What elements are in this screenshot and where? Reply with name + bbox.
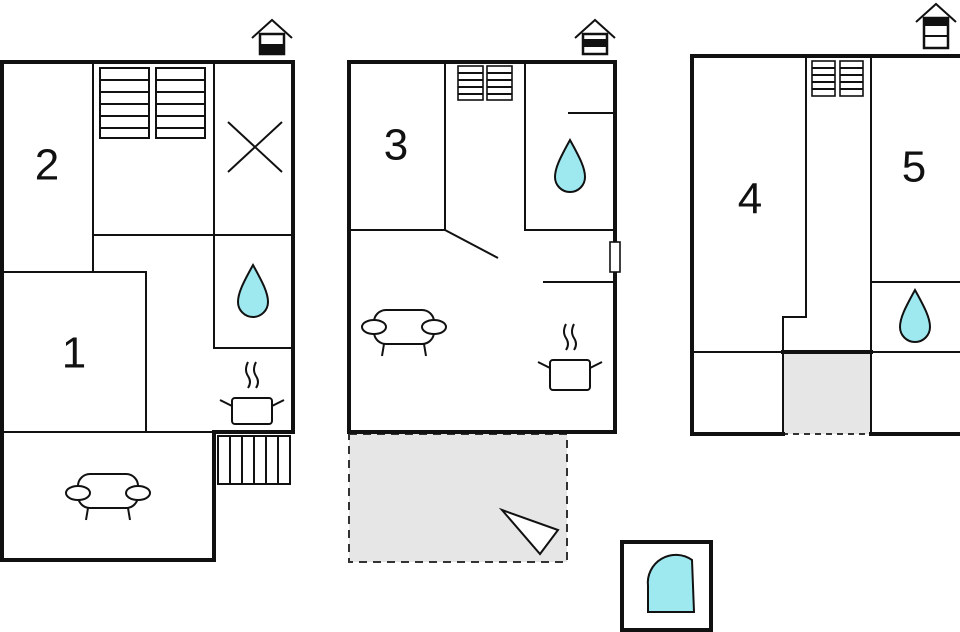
shower-icon: [646, 553, 696, 613]
room-number-5: 5: [902, 143, 926, 192]
room-number-4: 4: [738, 175, 762, 224]
room-number-3: 3: [384, 121, 408, 170]
stairs-icon: [457, 65, 513, 101]
cooking-pot-icon: [219, 361, 285, 425]
water-drop-icon: [236, 262, 270, 318]
cooking-pot-icon: [537, 323, 603, 391]
house-level-icon: [251, 18, 293, 56]
stairs-icon: [811, 60, 864, 97]
entrance-steps-icon: [217, 435, 291, 485]
compass-icon: [498, 507, 560, 556]
room-number-1: 1: [62, 329, 86, 378]
water-drop-icon: [553, 137, 587, 193]
floor-middle: 3: [347, 18, 621, 563]
void-cross-icon: [227, 121, 283, 173]
house-level-icon: [574, 18, 616, 56]
water-drop-icon: [898, 287, 932, 343]
floor-ground-left: 2 1: [0, 18, 295, 562]
house-level-icon: [915, 2, 957, 50]
floor-right: 4 5: [690, 2, 960, 436]
shower-unit: [620, 540, 713, 632]
sofa-icon: [361, 309, 447, 357]
room-number-2: 2: [35, 141, 59, 190]
window-icon: [609, 241, 621, 273]
landing-area: [782, 351, 872, 435]
stairs-icon: [99, 67, 206, 139]
sofa-icon: [65, 473, 151, 521]
